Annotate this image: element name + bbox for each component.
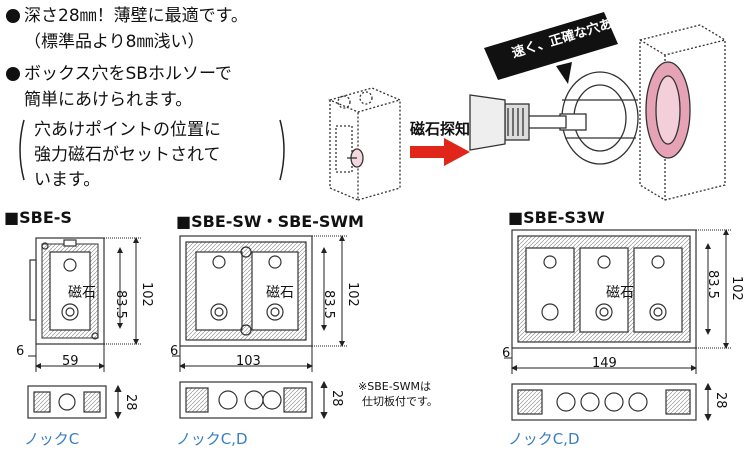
sbe-s3w-dimensions — [504, 229, 732, 374]
bullet-dot — [6, 9, 20, 23]
hole-saw-illustration — [469, 24, 726, 201]
sbe-s-dim-width: 59 — [62, 354, 79, 369]
sbe-sw-dim-outer-height: 102 — [345, 282, 360, 307]
sbe-s3w-magnet-label: 磁石 — [606, 285, 634, 301]
sbe-s-dim-inner-height: 83.5 — [113, 290, 128, 319]
sbe-sw-dim-depth: 28 — [329, 390, 344, 407]
magnet-detect-label: 磁石探知 — [410, 120, 471, 138]
sbe-s3w-dim-depth: 28 — [713, 392, 728, 409]
sbe-s-side-drawing — [27, 384, 122, 420]
callout-banner — [484, 12, 618, 84]
sbe-sw-magnet-label: 磁石 — [266, 285, 294, 301]
sbe-s-dim-depth: 28 — [123, 394, 138, 411]
bullet-dot — [6, 67, 20, 81]
note-bracket — [19, 119, 285, 181]
sbe-s-knock-label: ノックC — [24, 430, 80, 448]
feature-2-line1: ボックス穴をSBホルソーで — [24, 64, 232, 84]
model-sbe-s3w-title: ■SBE-S3W — [508, 208, 605, 227]
sbe-s3w-front-drawing — [511, 229, 697, 349]
sbe-s-dimensions — [28, 237, 142, 372]
model-sbe-s-title: ■SBE-S — [4, 208, 72, 227]
sbe-sw-dim-width: 103 — [236, 354, 261, 369]
sbe-swm-footnote-line1: ※SBE-SWMは — [358, 380, 432, 393]
note-line2: 強力磁石がセットされて — [34, 145, 221, 165]
sbe-s3w-dim-outer-height: 102 — [729, 276, 744, 301]
note-line3: います。 — [34, 170, 101, 190]
dotted-box-illustration — [328, 87, 402, 201]
sbe-sw-front-drawing — [179, 235, 313, 347]
sbe-s-dim-offset: 6 — [16, 344, 25, 359]
model-sbe-sw-title: ■SBE-SW・SBE-SWM — [176, 212, 364, 231]
sbe-s-dim-outer-height: 102 — [139, 282, 154, 307]
sbe-s-magnet-label: 磁石 — [68, 285, 96, 301]
sbe-swm-footnote-line2: 仕切板付です。 — [362, 395, 438, 408]
sbe-s3w-dim-inner-height: 83.5 — [705, 270, 720, 299]
sbe-sw-dimensions — [172, 235, 348, 372]
sbe-s-front-drawing — [29, 237, 105, 345]
sbe-sw-side-drawing — [179, 380, 328, 420]
note-line1: 穴あけポイントの位置に — [34, 120, 221, 140]
sbe-sw-knock-label: ノックC,D — [176, 430, 248, 448]
sbe-s3w-knock-label: ノックC,D — [508, 430, 580, 448]
sbe-s3w-dim-width: 149 — [592, 356, 617, 371]
sbe-sw-dim-inner-height: 83.5 — [321, 290, 336, 319]
feature-1-line1: 深さ28㎜！薄壁に最適です。 — [24, 6, 248, 26]
feature-1-line2: （標準品より8㎜浅い） — [24, 32, 205, 52]
feature-2-line2: 簡単にあけられます。 — [24, 90, 193, 110]
magnet-detect-arrow — [410, 138, 470, 166]
sbe-sw-dim-offset: 6 — [170, 344, 179, 359]
sbe-s3w-dim-offset: 6 — [502, 346, 511, 361]
sbe-s3w-side-drawing — [511, 382, 712, 422]
